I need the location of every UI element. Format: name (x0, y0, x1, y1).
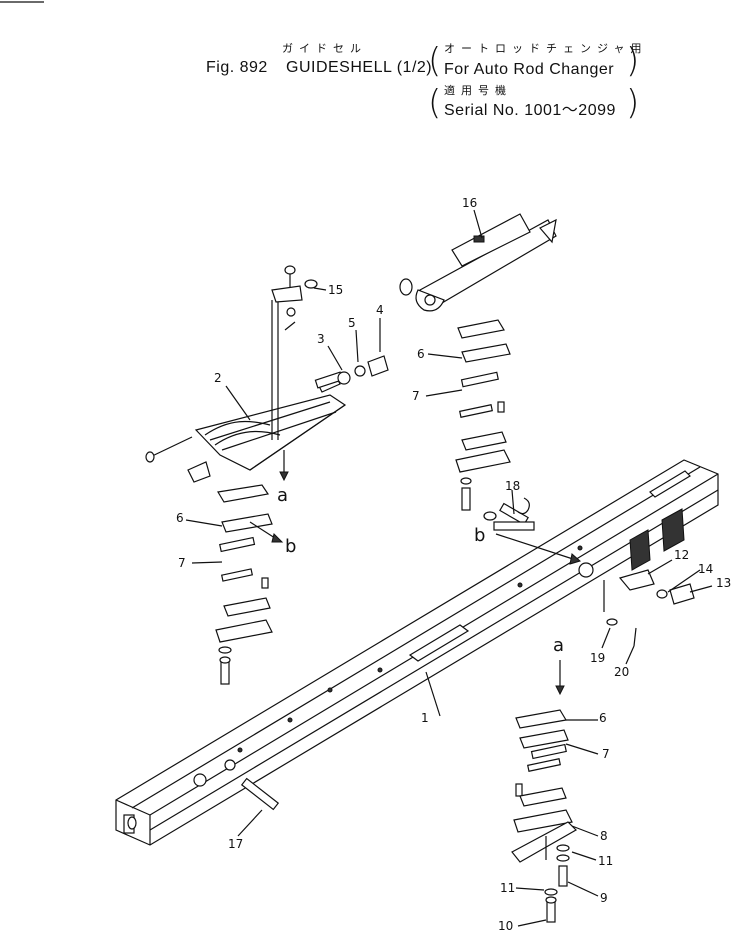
serial-range: Serial No. 1001～2099 (444, 102, 616, 119)
ref-a-lower: a (553, 635, 565, 656)
callout-17: 17 (228, 837, 244, 851)
paren-left-2: ( (428, 83, 442, 123)
left-parts-stack (215, 484, 273, 685)
upper-small-parts (271, 265, 413, 389)
left-slide-assembly (145, 300, 347, 483)
ref-b-right: b (474, 525, 486, 546)
ref-a-upper: a (277, 485, 289, 506)
lower-right-parts-stack (511, 709, 577, 923)
callout-12: 12 (674, 548, 690, 562)
callout-2: 2 (214, 371, 222, 385)
callout-7-lower: 7 (602, 747, 610, 761)
paren-left-1: ( (428, 41, 442, 81)
callout-6-lower: 6 (599, 711, 607, 725)
japanese-usage: オートロッドチェンジャ用 (444, 43, 648, 55)
callout-19: 19 (590, 651, 606, 665)
callout-11-left: 11 (500, 881, 516, 895)
callout-9: 9 (600, 891, 608, 905)
callout-1: 1 (421, 711, 429, 725)
callout-10: 10 (498, 919, 514, 933)
leader-lines (185, 209, 713, 927)
page-title: GUIDESHELL (1/2) (286, 59, 433, 76)
callout-20: 20 (614, 665, 630, 679)
paren-right-2: ) (626, 83, 640, 123)
callout-4: 4 (376, 303, 384, 317)
callout-7-right: 7 (412, 389, 420, 403)
callout-6-left: 6 (176, 511, 184, 525)
main-beam (115, 459, 719, 846)
callout-7-left: 7 (178, 556, 186, 570)
callout-14: 14 (698, 562, 714, 576)
callout-5: 5 (348, 316, 356, 330)
usage-text: For Auto Rod Changer (444, 61, 615, 78)
figure-number: Fig. 892 (206, 59, 268, 76)
ref-b-left: b (285, 536, 297, 557)
pins (240, 521, 535, 811)
callout-15: 15 (328, 283, 344, 297)
paren-right-1: ) (626, 41, 640, 81)
callout-18: 18 (505, 479, 521, 493)
japanese-title: ガイドセル (282, 43, 367, 55)
upper-right-assembly (415, 213, 557, 312)
japanese-serial: 適用号機 (444, 85, 512, 97)
callout-8: 8 (600, 829, 608, 843)
right-parts-stack (455, 319, 530, 526)
callout-6-right: 6 (417, 347, 425, 361)
side-bracket-parts (603, 569, 695, 647)
callout-11-right: 11 (598, 854, 614, 868)
callout-16: 16 (462, 196, 478, 210)
callout-3: 3 (317, 332, 325, 346)
callout-13: 13 (716, 576, 732, 590)
